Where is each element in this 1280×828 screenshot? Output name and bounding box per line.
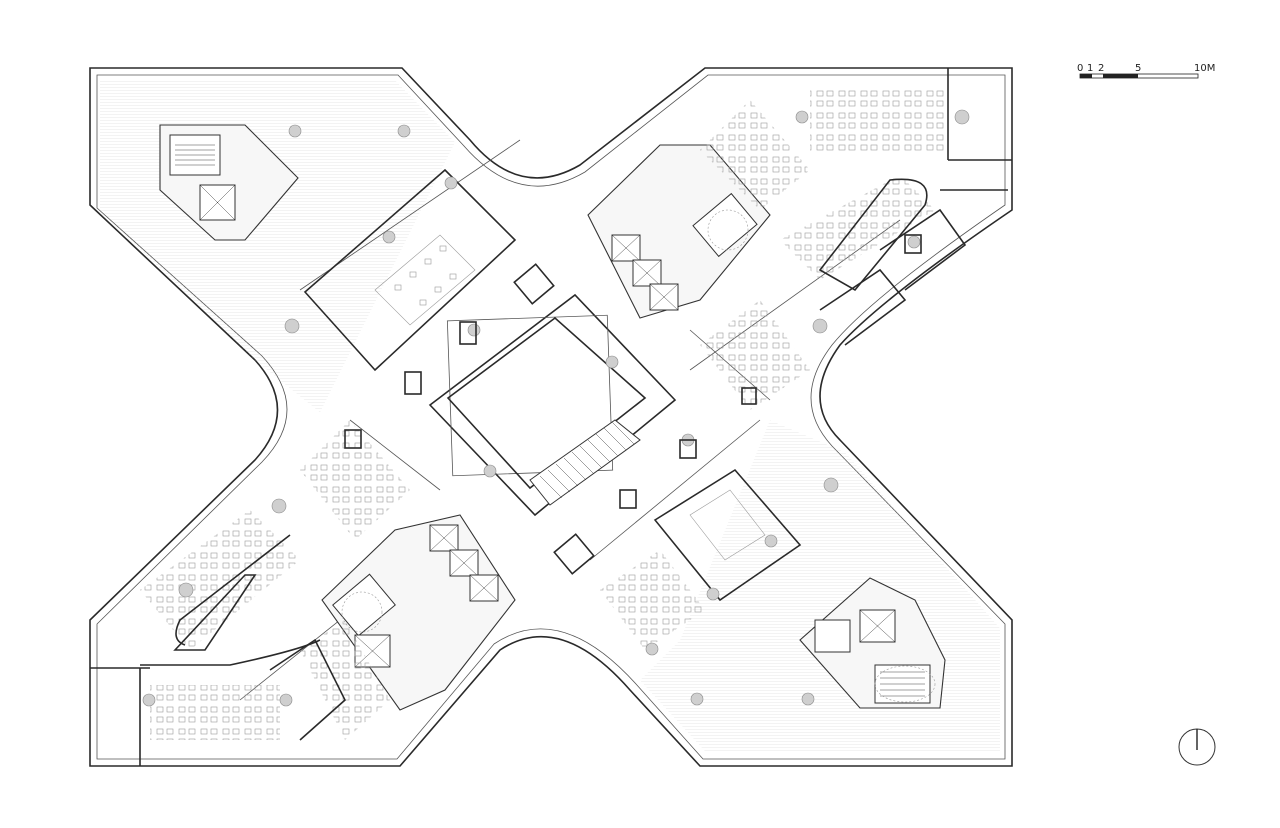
- scale-label-10m: 10M: [1194, 63, 1215, 74]
- north-arrow-icon: [1178, 728, 1216, 766]
- scale-label-5: 5: [1135, 63, 1141, 74]
- atrium-stair: [529, 419, 641, 506]
- core-sw: [321, 514, 516, 711]
- scale-label-0: 0: [1077, 63, 1083, 74]
- desk-areas: [140, 90, 945, 740]
- scale-bar: 0 1 2 5 10M: [1077, 63, 1215, 79]
- core-se: [799, 577, 946, 709]
- scale-label-2: 2: [1098, 63, 1104, 74]
- central-atrium: [428, 293, 677, 517]
- scale-label-1: 1: [1087, 63, 1093, 74]
- columns: [142, 109, 970, 707]
- core-ne: [587, 144, 771, 319]
- inner-zones: [140, 178, 928, 666]
- building-outline: [89, 67, 1013, 767]
- meeting-room-nw: [303, 168, 517, 372]
- meeting-room-se: [653, 468, 802, 602]
- service-boxes: [344, 234, 922, 575]
- core-nw: [159, 124, 299, 241]
- partitions: [90, 68, 1012, 766]
